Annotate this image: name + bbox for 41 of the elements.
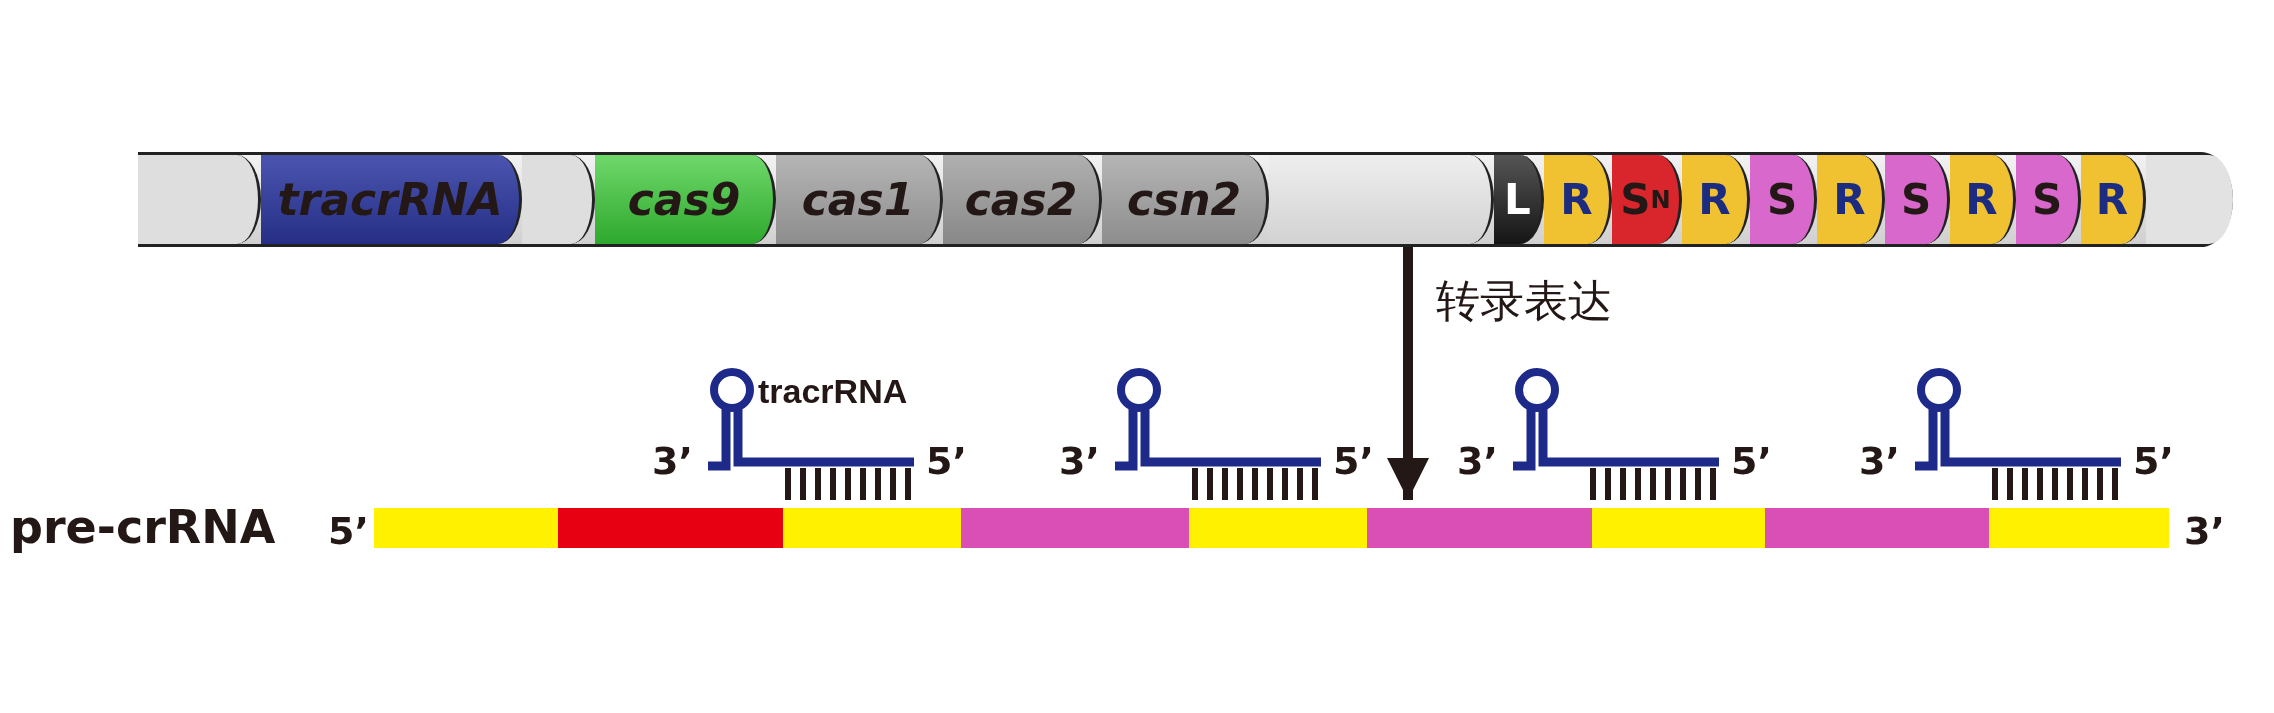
rna-segment-bar — [1367, 508, 1592, 548]
repeat-segment: R — [1950, 155, 2016, 244]
rna-segment-bar — [783, 508, 961, 548]
blank-segment — [138, 155, 261, 244]
gene-segment: cas1 — [776, 155, 943, 244]
rna-segment-bar — [374, 508, 558, 548]
prime-end-label: 3’ — [1859, 442, 1900, 480]
gene-segment: tracrRNA — [261, 155, 522, 244]
rna-segment-bar — [1592, 508, 1765, 548]
prime-end-label: 5’ — [926, 442, 967, 480]
spacer-segment: S — [1885, 155, 1950, 244]
rna-segment-bar — [558, 508, 783, 548]
arrow — [1387, 247, 1429, 500]
gene-segment: cas2 — [943, 155, 1102, 244]
repeat-segment: R — [2081, 155, 2146, 244]
leader-segment: L — [1494, 155, 1544, 244]
prime-end-label: 5’ — [1333, 442, 1374, 480]
rna-segment-bar — [961, 508, 1189, 548]
blank-segment — [1269, 155, 1494, 244]
prime-end-label: 5’ — [2133, 442, 2174, 480]
rna-segment-bar — [1765, 508, 1989, 548]
prime-end-label: 5’ — [1731, 442, 1772, 480]
repeat-segment: R — [1544, 155, 1612, 244]
rna-segment-bar — [1989, 508, 2169, 548]
hairpin-label: tracrRNA — [758, 374, 908, 408]
gene-segment: csn2 — [1102, 155, 1269, 244]
spacer-segment: S — [1750, 155, 1817, 244]
rna-segment-bar — [1189, 508, 1367, 548]
blank-segment — [2146, 155, 2233, 244]
prime-end-label: 3’ — [2184, 512, 2225, 550]
blank-segment — [522, 155, 595, 244]
prime-end-label: 3’ — [1457, 442, 1498, 480]
prime-end-label: 5’ — [328, 512, 369, 550]
prime-end-label: 3’ — [1059, 442, 1100, 480]
prime-end-label: 3’ — [652, 442, 693, 480]
repeat-segment: R — [1817, 155, 1885, 244]
spacer-segment: S — [2016, 155, 2081, 244]
gene-segment: cas9 — [595, 155, 776, 244]
repeat-segment: R — [1682, 155, 1750, 244]
gene-locus-cylinder — [138, 152, 2233, 247]
edge-label: 转录表达 — [1436, 279, 1612, 323]
